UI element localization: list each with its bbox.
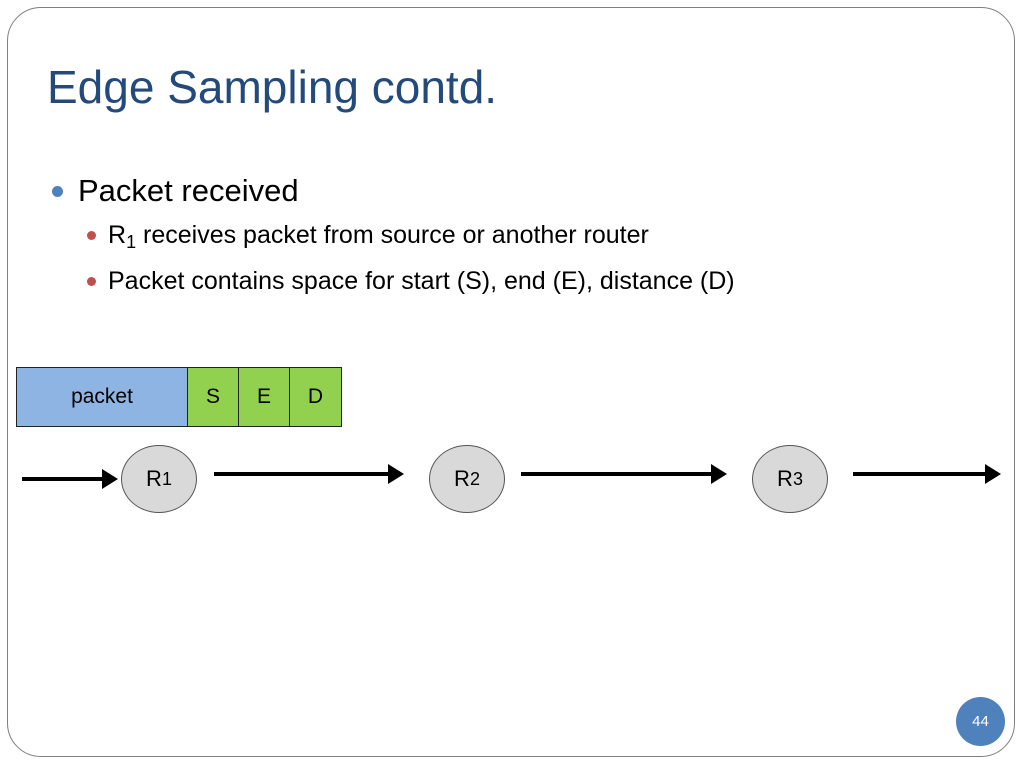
packet-field-distance: D <box>290 368 341 426</box>
bullet-dot-icon <box>52 186 63 197</box>
packet-diagram: packet S E D <box>16 367 342 427</box>
arrow-r2-to-r3 <box>521 464 727 484</box>
sub-bullet-packet-fields-text: Packet contains space for start (S), end… <box>108 267 735 295</box>
page-number-badge: 44 <box>956 697 1005 746</box>
slide-frame <box>7 7 1015 757</box>
bullet-list: Packet received R1 receives packet from … <box>52 172 735 312</box>
sub-bullet-r1-prefix: R <box>108 221 127 249</box>
arrow-r1-to-r2 <box>214 464 404 484</box>
arrow-out-of-r3 <box>853 464 1001 484</box>
sub-bullet-r1-subscript: 1 <box>126 232 137 252</box>
sub-bullet-list: R1 receives packet from source or anothe… <box>84 220 735 296</box>
packet-field-end: E <box>239 368 290 426</box>
bullet-level1: Packet received <box>52 172 735 210</box>
router-r1-prefix: R <box>146 466 162 491</box>
sub-bullet-r1: R1 receives packet from source or anothe… <box>84 220 735 252</box>
sub-bullet-packet-fields: Packet contains space for start (S), end… <box>84 266 735 296</box>
arrow-into-r1 <box>22 469 118 489</box>
bullet-level1-text: Packet received <box>78 173 299 208</box>
router-r2-prefix: R <box>454 466 470 491</box>
sub-bullet-dot-icon <box>87 231 96 240</box>
slide-title: Edge Sampling contd. <box>47 61 498 113</box>
router-r3-prefix: R <box>777 466 793 491</box>
sub-bullet-dot-icon <box>87 277 96 286</box>
sub-bullet-r1-text: receives packet from source or another r… <box>136 221 649 249</box>
packet-field-start: S <box>188 368 239 426</box>
packet-body: packet <box>17 368 188 426</box>
